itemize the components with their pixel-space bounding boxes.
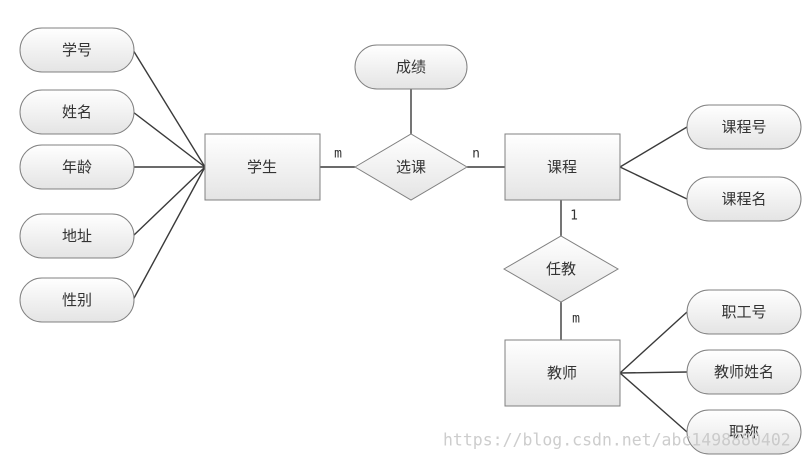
attribute-label: 姓名 — [62, 103, 92, 121]
line-student-name — [132, 111, 206, 168]
relationship-teach: 任教 — [503, 235, 619, 303]
attribute-label: 学号 — [62, 41, 92, 59]
entity-student: 学生 — [204, 133, 321, 201]
attribute-label: 地址 — [62, 227, 92, 245]
attribute-oval — [19, 144, 135, 190]
line-teacher-name — [619, 371, 688, 374]
entity-label: 学生 — [247, 158, 277, 176]
entity-box — [204, 133, 321, 201]
attribute-course-name: 课程名 — [686, 176, 802, 222]
attribute-label: 性别 — [62, 291, 92, 309]
attribute-oval — [354, 44, 468, 90]
attribute-oval — [686, 104, 802, 150]
line-teacher-title — [619, 372, 688, 433]
entity-label: 教师 — [547, 364, 577, 382]
relationship-diamond — [503, 235, 619, 303]
line-course-name — [619, 166, 688, 200]
cardinality-teach-teacher: m — [572, 312, 580, 327]
attribute-label: 职称 — [729, 423, 759, 441]
attribute-teacher-name: 教师姓名 — [686, 349, 802, 395]
attribute-label: 成绩 — [396, 58, 426, 76]
attribute-student-name: 姓名 — [19, 89, 135, 135]
line-student-address — [132, 166, 206, 237]
attribute-label: 教师姓名 — [714, 363, 774, 381]
relationship-enroll: 选课 — [354, 133, 468, 201]
attribute-student-gender: 性别 — [19, 277, 135, 323]
relationship-label: 任教 — [546, 260, 576, 278]
entity-teacher: 教师 — [504, 339, 621, 407]
attribute-label: 年龄 — [62, 158, 92, 176]
attribute-oval — [686, 289, 802, 335]
attribute-student-id: 学号 — [19, 27, 135, 73]
attribute-oval — [686, 409, 802, 455]
attribute-oval — [686, 349, 802, 395]
attribute-oval — [19, 213, 135, 259]
relationship-diamond — [354, 133, 468, 201]
attribute-student-address: 地址 — [19, 213, 135, 259]
attribute-teacher-title: 职称 — [686, 409, 802, 455]
attribute-label: 课程名 — [721, 190, 766, 208]
watermark-text: https://blog.csdn.net/abc1498880402 — [443, 431, 791, 450]
attribute-label: 课程号 — [721, 118, 766, 136]
line-teacher-staff-id — [619, 311, 688, 374]
entity-label: 课程 — [547, 158, 577, 176]
line-student-gender — [132, 166, 206, 301]
line-course-id — [619, 126, 688, 168]
attribute-label: 职工号 — [721, 303, 766, 321]
attribute-oval — [19, 277, 135, 323]
attribute-oval — [686, 176, 802, 222]
attribute-teacher-staff-id: 职工号 — [686, 289, 802, 335]
entity-course: 课程 — [504, 133, 621, 201]
attribute-student-age: 年龄 — [19, 144, 135, 190]
cardinality-student-enroll: m — [334, 147, 342, 162]
connector-lines — [132, 49, 688, 433]
entity-box — [504, 133, 621, 201]
attribute-course-id: 课程号 — [686, 104, 802, 150]
entity-box — [504, 339, 621, 407]
cardinality-course-teach: 1 — [570, 209, 578, 224]
attribute-enroll-grade: 成绩 — [354, 44, 468, 90]
relationship-label: 选课 — [396, 158, 426, 176]
line-student-id — [132, 49, 206, 168]
cardinality-enroll-course: n — [472, 147, 480, 162]
attribute-oval — [19, 27, 135, 73]
attribute-oval — [19, 89, 135, 135]
